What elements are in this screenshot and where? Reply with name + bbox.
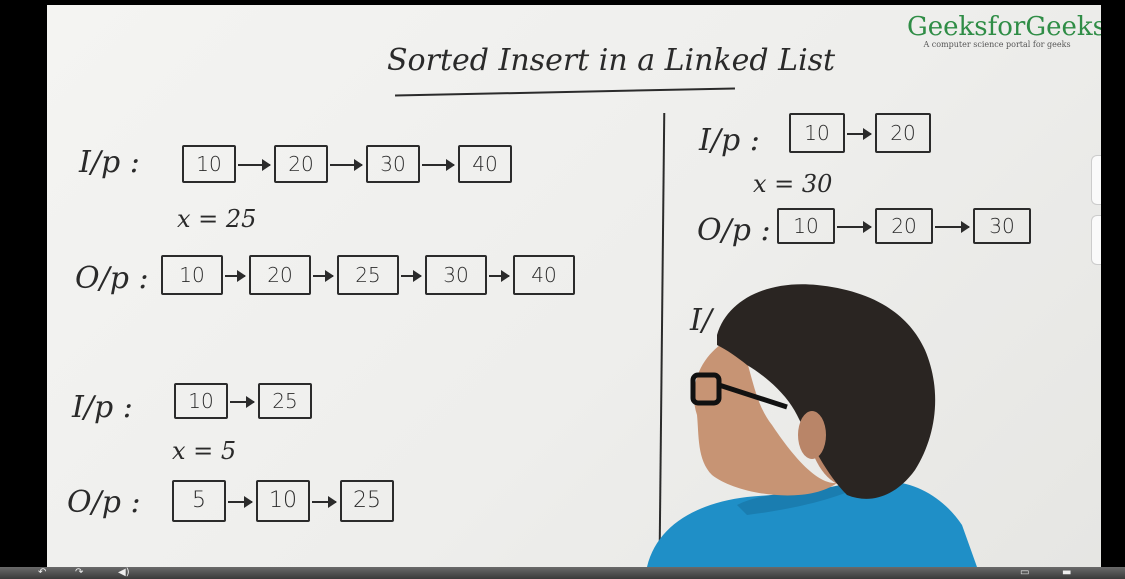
list-node: 10 xyxy=(182,145,236,183)
list-node: 30 xyxy=(366,145,420,183)
side-tab-1[interactable] xyxy=(1091,155,1101,205)
video-frame[interactable]: GeeksforGeeks A computer science portal … xyxy=(47,5,1101,567)
captions-icon[interactable]: ▭ xyxy=(1020,567,1030,578)
next-arrow xyxy=(489,270,510,282)
next-arrow xyxy=(230,396,255,408)
logo-tagline: A computer science portal for geeks xyxy=(923,40,1071,49)
ex2-x-label: x = 5 xyxy=(172,437,237,465)
next-arrow xyxy=(422,159,455,171)
volume-icon[interactable]: ◀) xyxy=(118,567,130,578)
rewind-icon[interactable]: ↶ xyxy=(38,567,47,578)
brand-logo: GeeksforGeeks A computer science portal … xyxy=(907,12,1101,49)
ex1-x-label: x = 25 xyxy=(177,205,257,233)
side-tab-2[interactable] xyxy=(1091,215,1101,265)
list-node: 25 xyxy=(258,383,312,419)
next-arrow xyxy=(330,159,363,171)
list-node: 40 xyxy=(513,255,575,295)
list-node: 10 xyxy=(161,255,223,295)
list-node: 20 xyxy=(274,145,328,183)
list-node: 30 xyxy=(425,255,487,295)
next-arrow xyxy=(837,221,872,233)
ex3-op-label: O/p : xyxy=(697,213,771,248)
ex3-x-label: x = 30 xyxy=(753,170,833,198)
list-node: 30 xyxy=(973,208,1031,244)
next-arrow xyxy=(225,270,246,282)
ex2-ip-label: I/p : xyxy=(72,390,133,425)
player-controls: ↶ ↷ ◀) ▭ ▬ xyxy=(0,567,1125,579)
board-title: Sorted Insert in a Linked List xyxy=(387,43,836,78)
next-arrow xyxy=(847,128,872,140)
next-arrow xyxy=(312,496,337,508)
list-node: 40 xyxy=(458,145,512,183)
next-arrow xyxy=(228,496,253,508)
list-node: 5 xyxy=(172,480,226,522)
ex3-partial-label: I/ xyxy=(690,303,712,338)
fullscreen-icon[interactable]: ▬ xyxy=(1062,567,1072,578)
presenter xyxy=(647,284,977,567)
list-node: 20 xyxy=(249,255,311,295)
list-node: 25 xyxy=(340,480,394,522)
list-node: 20 xyxy=(875,113,931,153)
next-arrow xyxy=(935,221,970,233)
list-node: 20 xyxy=(875,208,933,244)
list-node: 10 xyxy=(174,383,228,419)
ex1-op-label: O/p : xyxy=(75,261,149,296)
list-node: 10 xyxy=(777,208,835,244)
list-node: 10 xyxy=(256,480,310,522)
next-arrow xyxy=(313,270,334,282)
ex2-op-label: O/p : xyxy=(67,485,141,520)
ex1-ip-label: I/p : xyxy=(79,145,140,180)
ex3-ip-label: I/p : xyxy=(699,123,760,158)
list-node: 10 xyxy=(789,113,845,153)
forward-icon[interactable]: ↷ xyxy=(75,567,84,578)
logo-name: GeeksforGeeks xyxy=(907,12,1101,42)
next-arrow xyxy=(401,270,422,282)
next-arrow xyxy=(238,159,271,171)
list-node: 25 xyxy=(337,255,399,295)
